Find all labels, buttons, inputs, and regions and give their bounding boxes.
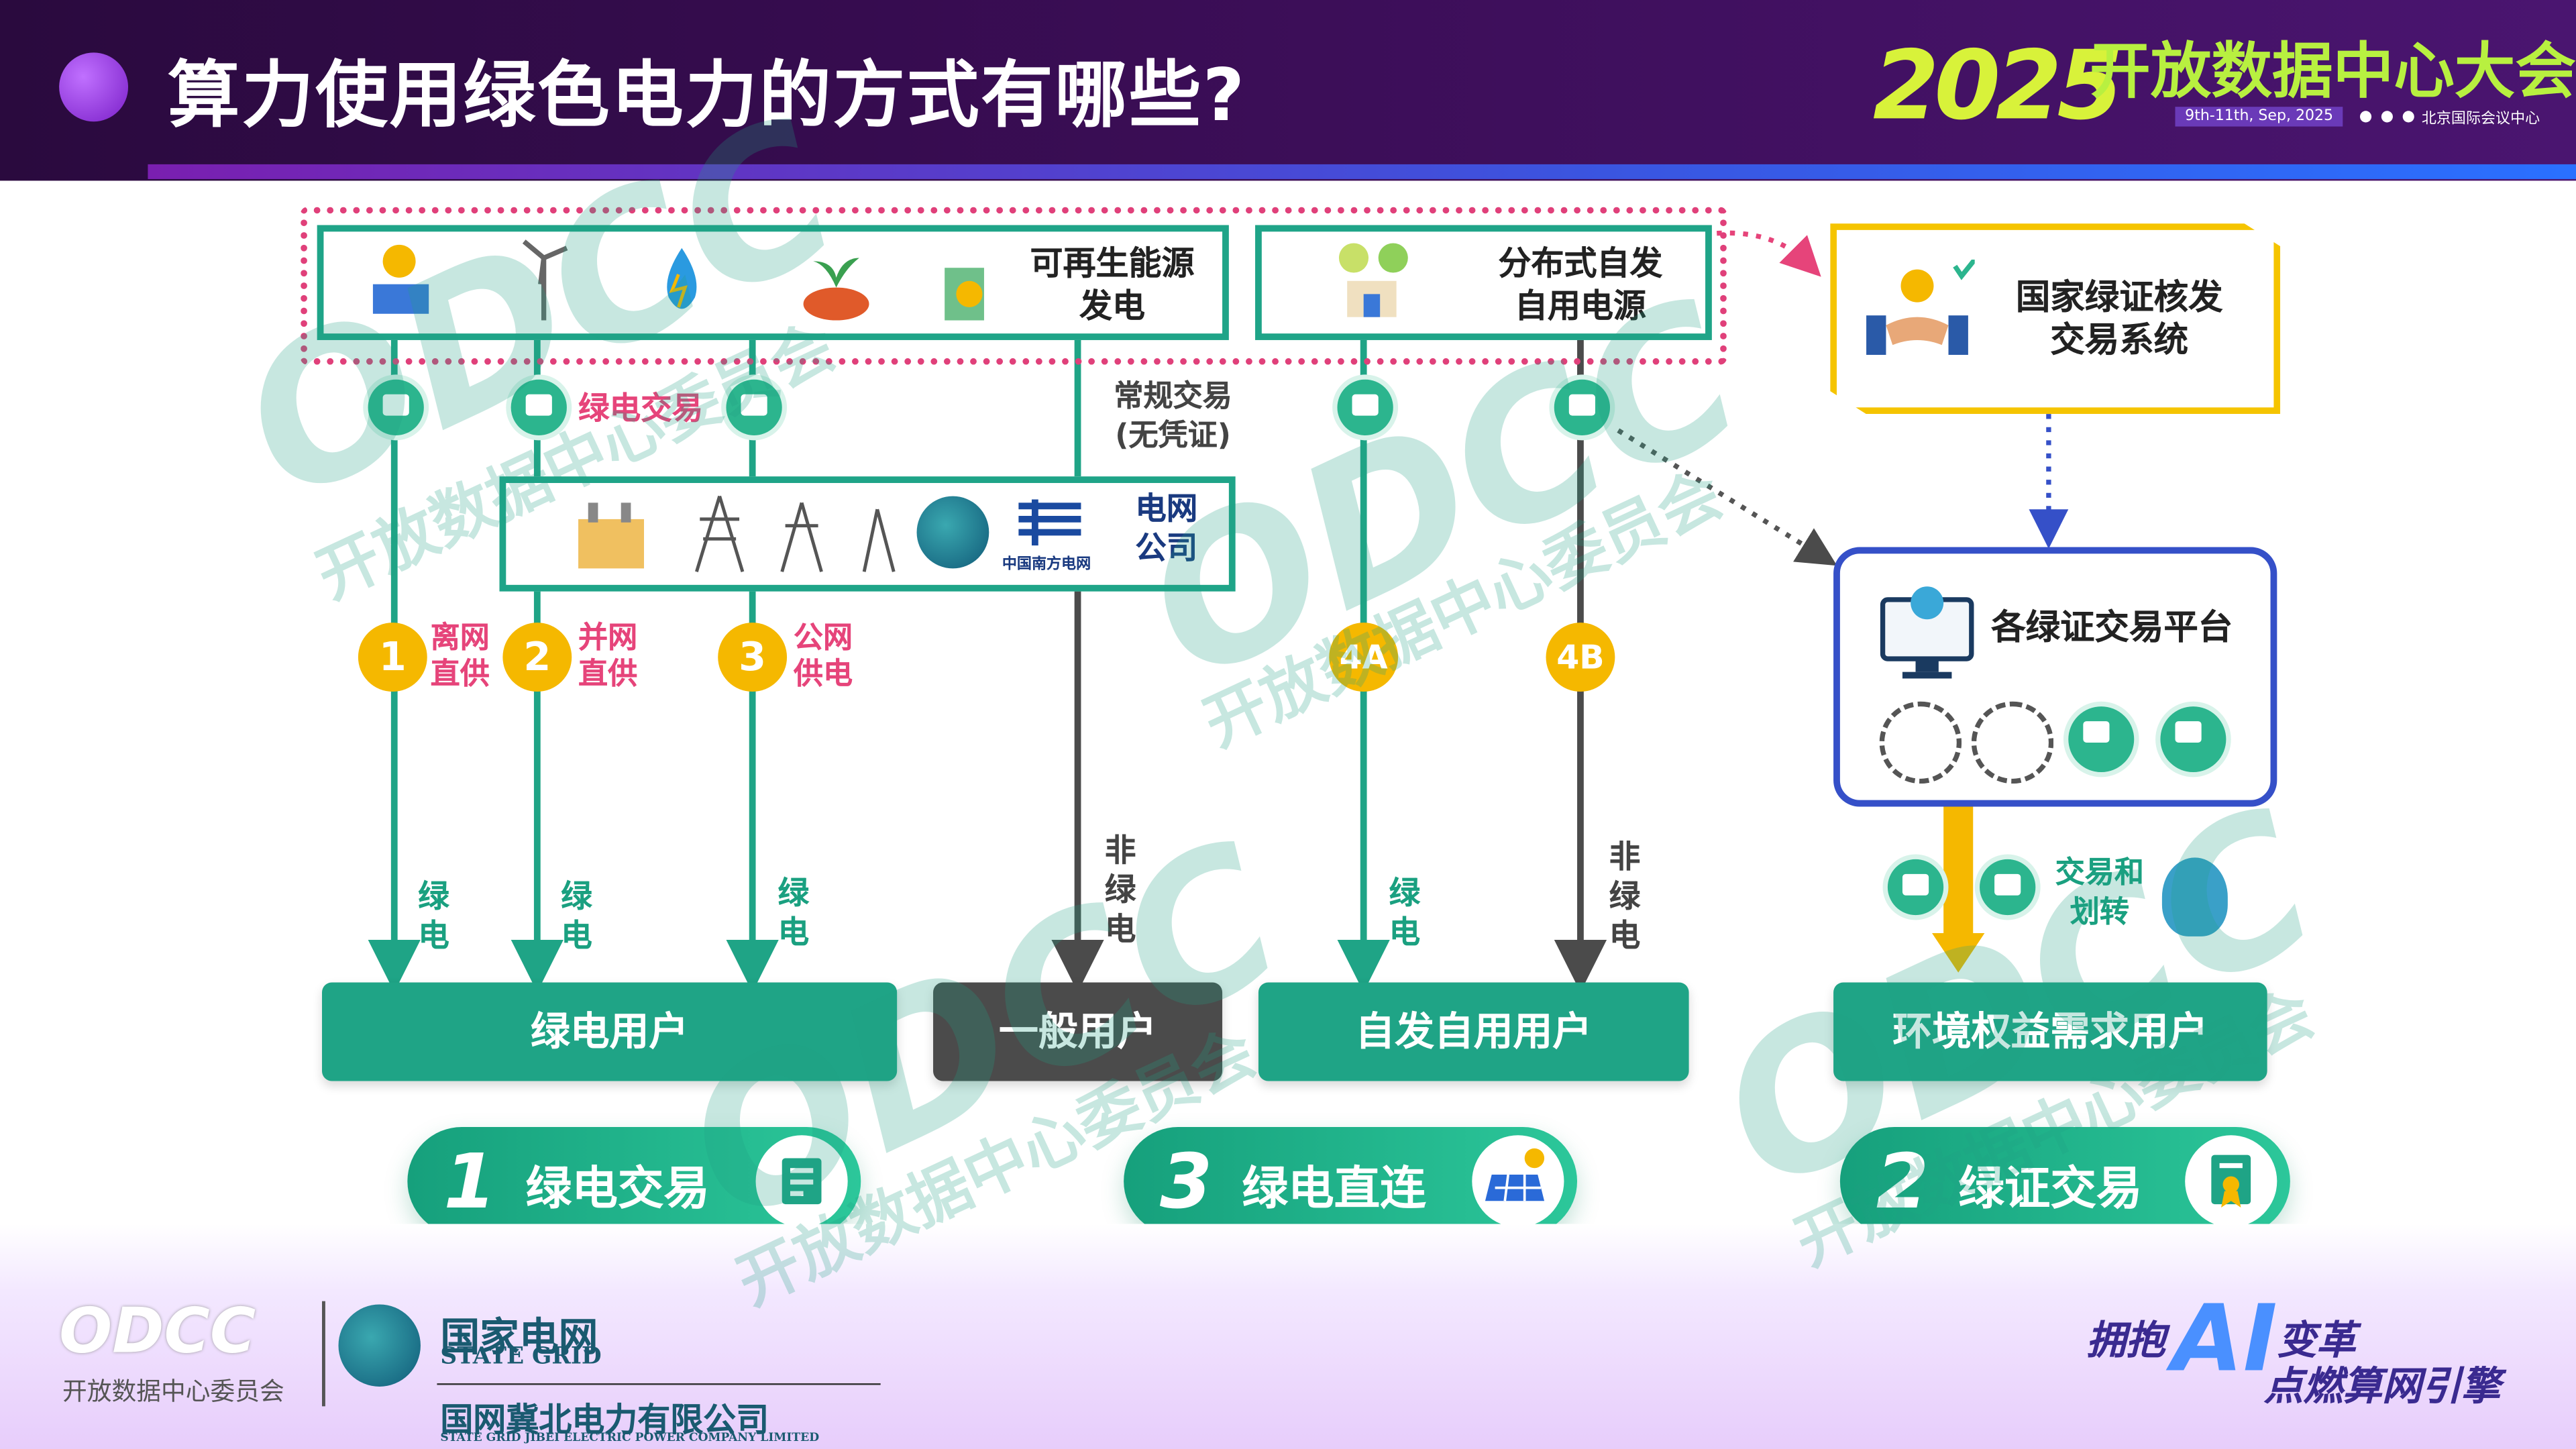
pill-label: 绿电交易 [525,1161,710,1216]
solar-icon [372,244,429,314]
route-label: 公网 供电 [793,621,853,692]
flow-label-green: 绿 电 [561,879,592,955]
user-box-general: 一般用户 [933,982,1223,1081]
pill-number: 3 [1159,1136,1213,1226]
flow-label-green: 绿 电 [418,879,449,955]
transfer-label: 交易和 划转 [2055,855,2144,930]
solar-panel-icon [1472,1135,1564,1228]
certificate-icon [2185,1135,2277,1228]
grid-tower-icons [578,495,896,572]
pill-number: 1 [443,1136,496,1226]
cert-icon [1882,854,1949,920]
cert-icon [506,374,572,441]
footer-dotted-line [936,1362,2070,1371]
renewable-icons [372,239,984,321]
state-grid-logo-icon [916,496,989,569]
cert-system-label: 国家绿证核发 交易系统 [2015,277,2223,360]
green-source-frame [301,207,1727,365]
route-badge: 2 [502,623,572,692]
wind-turbine-icon [522,239,568,321]
cert-icon [1332,374,1399,441]
event-year: 2025 [1872,30,2123,142]
monitor-icon [1880,586,1974,679]
distributed-source-box: 分布式自发 自用电源 [1255,225,1712,340]
title-bullet-icon [59,52,129,122]
route-badge: 1 [358,623,427,692]
cert-icon [363,374,429,441]
company-name: 国网冀北电力有限公司 [440,1399,769,1440]
green-trade-label: 绿电交易 [578,390,704,427]
odcc-logo: ODCC [59,1294,256,1367]
csg-logo-icon [1018,499,1081,546]
footer-rule [437,1383,881,1385]
cert-icon [1549,374,1615,441]
slogan-part3: 点燃算网引擎 [2263,1363,2501,1410]
flow-label-nongreen: 非 绿 电 [1609,839,1641,955]
user-box-green: 绿电用户 [322,982,898,1081]
flow-label-nongreen: 非 绿 电 [1104,833,1136,949]
event-date: 9th-11th, Sep, 2025 [2175,107,2343,127]
empty-cert-slot [1879,701,1962,784]
flow-label-green: 绿 电 [777,875,810,951]
mode-pill-green-trade: 1 绿电交易 [407,1127,861,1236]
odcc-subtitle: 开放数据中心委员会 [62,1377,284,1407]
platform-label: 各绿证交易平台 [1991,608,2233,647]
header-underline [148,164,2576,179]
renewable-source-box: 可再生能源 发电 [317,225,1229,340]
slogan-ai: AI [2171,1286,2277,1393]
cert-icon [1974,854,2041,920]
pill-label: 绿证交易 [1958,1161,2143,1216]
conventional-label: 常规交易 (无凭证) [1114,379,1232,453]
biomass-icon [803,258,869,321]
event-venue: 北京国际会议中心 [2421,111,2540,129]
power-plant-icon [945,268,984,321]
pill-number: 2 [1876,1136,1929,1226]
earth-hand-icon [2161,857,2228,936]
grid-label: 电网 公司 [1135,491,1198,567]
slogan-part2: 变革 [2277,1318,2356,1364]
transformer-icon [578,502,645,569]
mode-pill-direct-connect: 3 绿电直连 [1124,1127,1578,1236]
route-badge: 4B [1546,623,1615,692]
cert-icon [2063,701,2139,777]
handshake-icon [1866,259,1975,355]
renewable-label: 可再生能源 发电 [1030,243,1195,325]
route-badge: 3 [718,623,788,692]
dots-icon [2359,111,2414,123]
slogan-part1: 拥抱 [2086,1318,2165,1364]
transmission-tower-icon [695,495,896,572]
document-icon [755,1135,848,1228]
user-box-env-rights: 环境权益需求用户 [1833,982,2267,1081]
footer-divider [322,1301,325,1407]
pill-label: 绿电直连 [1242,1161,1426,1216]
event-name: 开放数据中心大会 [2090,36,2576,107]
footer [0,1224,2576,1449]
route-label: 并网 直供 [578,621,638,692]
state-grid-logo-icon [338,1304,421,1387]
cert-platform-box: 各绿证交易平台 [1833,547,2277,807]
cert-system-box [1830,223,2281,415]
page-title: 算力使用绿色电力的方式有哪些? [167,54,1246,138]
route-badge: 4A [1329,623,1399,692]
company-name-en: STATE GRID JIBEI ELECTRIC POWER COMPANY … [440,1429,820,1444]
cert-icon [2155,701,2231,777]
mode-pill-cert-trade: 2 绿证交易 [1839,1127,2290,1236]
water-drop-icon [667,248,697,309]
cert-icon [721,374,788,441]
house-solar-icon [1338,243,1408,317]
flow-label-green: 绿 电 [1389,875,1421,951]
distributed-label: 分布式自发 自用电源 [1498,243,1663,325]
state-grid-en: STATE GRID [440,1344,602,1371]
header-banner [0,0,2576,181]
grid-company-box: 中国南方电网 电网 公司 [499,476,1236,592]
route-label: 离网 直供 [430,621,490,692]
state-grid-name: 国家电网 [440,1314,598,1360]
csg-logo-text: 中国南方电网 [1002,557,1091,574]
user-box-self-use: 自发自用用户 [1258,982,1689,1081]
empty-cert-slot [1971,701,2054,784]
